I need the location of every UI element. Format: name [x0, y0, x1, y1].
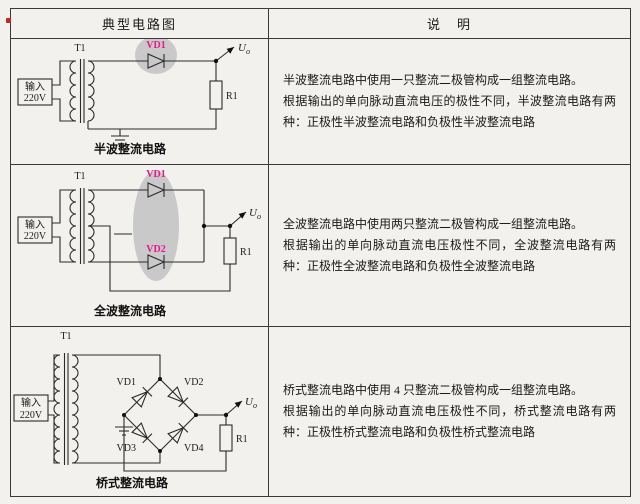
wire — [47, 414, 60, 464]
transformer-secondary-coil — [71, 354, 79, 464]
desc-paragraph: 全波整流电路中使用两只整流二极管构成一组整流电路。 — [283, 217, 584, 231]
resistor-label: R1 — [240, 247, 252, 258]
desc-paragraph: 桥式整流电路中使用 4 只整流二极管构成一组整流电路。 — [283, 383, 584, 397]
diode-highlight — [132, 171, 179, 281]
transformer-primary-coil — [68, 189, 76, 263]
diode-vd4-bar — [177, 422, 188, 433]
output-arrowhead — [234, 401, 242, 408]
diode-vd1-label: VD1 — [146, 40, 165, 51]
diode-vd1-bar — [141, 386, 152, 397]
diode-vd2 — [146, 254, 165, 270]
desc-paragraph: 根据输出的单向脉动直流电压的极性不同，半波整流电路有两种：正极性半波整流电路和负… — [283, 94, 616, 129]
desc-cell-bridge: 桥式整流电路中使用 4 只整流二极管构成一组整流电路。 根据输出的单向脉动直流电… — [268, 326, 631, 497]
diode-vd1-label: VD1 — [146, 169, 165, 180]
wire — [122, 415, 227, 472]
desc-cell-fullwave: 全波整流电路中使用两只整流二极管构成一组整流电路。 根据输出的单向脉动直流电压极… — [268, 164, 631, 327]
diode-vd1 — [130, 390, 148, 408]
header-typical-circuit: 典型电路图 — [10, 8, 269, 39]
diode-vd1-label: VD1 — [116, 377, 135, 388]
diode-vd2-bar — [177, 397, 188, 408]
halfwave-wiring — [16, 46, 234, 145]
bridge-diamond — [122, 378, 197, 452]
wire — [87, 225, 231, 292]
transformer-label: T1 — [74, 171, 85, 182]
input-label: 输入 — [25, 80, 45, 93]
header-row: 典型电路图 说 明 — [10, 8, 631, 39]
wire — [51, 60, 76, 86]
diode-vd4-label: VD4 — [184, 443, 203, 454]
diode-vd2-label: VD2 — [184, 377, 203, 388]
transformer-secondary-coil — [87, 60, 95, 122]
output-voltage-label: Uo — [249, 207, 261, 221]
table-row-bridge: T1 VD1 VD2 VD3 VD4 输入 220V R1 Uo 桥式整流电路 … — [10, 326, 631, 497]
input-label: 输入 — [21, 396, 41, 409]
desc-cell-halfwave: 半波整流电路中使用一只整流二极管构成一组整流电路。 根据输出的单向脉动直流电压的… — [268, 38, 631, 165]
resistor-label: R1 — [236, 434, 248, 445]
transformer-primary-coil — [68, 60, 76, 122]
junction-dot — [227, 223, 232, 229]
wire — [51, 98, 76, 122]
header-description: 说 明 — [268, 8, 631, 39]
desc-paragraph: 半波整流电路中使用一只整流二极管构成一组整流电路。 — [283, 73, 584, 87]
desc-paragraph: 根据输出的单向脉动直流电压极性不同，桥式整流电路有两种：正极性桥式整流电路和负极… — [283, 404, 616, 439]
wire — [71, 354, 161, 379]
transformer-label: T1 — [60, 331, 71, 342]
junction-dot — [223, 412, 228, 418]
junction-dot — [201, 223, 206, 229]
junction-dot — [157, 449, 162, 453]
wire — [51, 189, 76, 224]
input-box — [16, 216, 53, 244]
resistor-r1 — [222, 237, 237, 265]
diode-highlight — [134, 36, 177, 74]
circuit-caption: 半波整流电路 — [93, 141, 166, 156]
circuit-caption: 全波整流电路 — [92, 303, 166, 318]
fullwave-circuit-diagram: T1 VD1 VD2 输入 220V R1 Uo 全波整流电路 — [16, 169, 261, 318]
junction-dot — [193, 413, 198, 417]
halfwave-circuit-diagram: T1 VD1 输入 220V R1 Uo 半波整流电路 — [16, 36, 250, 156]
circuit-cell-bridge: T1 VD1 VD2 VD3 VD4 输入 220V R1 Uo 桥式整流电路 — [10, 326, 269, 497]
diode-vd3-label: VD3 — [116, 443, 135, 454]
junction-dot — [213, 58, 218, 64]
output-voltage-label: Uo — [245, 396, 257, 410]
desc-paragraph: 根据输出的单向脉动直流电压极性不同，全波整流电路有两种：正极性全波整流电路和负极… — [283, 238, 616, 273]
circuit-cell-fullwave: T1 VD1 VD2 输入 220V R1 Uo 全波整流电路 — [10, 164, 269, 327]
diode-vd2-label: VD2 — [146, 244, 165, 255]
transformer-label: T1 — [74, 43, 85, 54]
fullwave-wiring — [16, 182, 246, 292]
input-voltage-label: 220V — [23, 93, 46, 104]
circuit-caption: 桥式整流电路 — [95, 475, 168, 490]
input-voltage-label: 220V — [19, 410, 42, 421]
bridge-circuit-diagram: T1 VD1 VD2 VD3 VD4 输入 220V R1 Uo 桥式整流电路 — [12, 331, 257, 490]
transformer-primary-coil — [52, 354, 60, 464]
diode-vd2 — [166, 386, 184, 404]
output-arrowhead — [226, 47, 234, 54]
diode-vd4 — [166, 426, 184, 444]
resistor-r1 — [218, 424, 233, 452]
diode-vd3-bar — [141, 433, 152, 444]
diode-vd1 — [146, 182, 165, 198]
wire — [51, 236, 76, 263]
circuit-cell-halfwave: T1 VD1 输入 220V R1 Uo 半波整流电路 — [10, 36, 269, 165]
input-box — [12, 394, 49, 422]
output-voltage-label: Uo — [238, 42, 250, 56]
resistor-r1 — [208, 80, 223, 110]
corner-red-mark — [6, 18, 11, 23]
wire — [71, 451, 161, 464]
output-arrowhead — [238, 212, 246, 219]
input-label: 输入 — [25, 218, 45, 231]
junction-dot — [157, 377, 162, 381]
junction-dot — [121, 413, 126, 417]
resistor-label: R1 — [226, 91, 238, 102]
diode-vd3 — [130, 422, 148, 440]
table-row-fullwave: T1 VD1 VD2 输入 220V R1 Uo 全波整流电路 全波整流电路中使… — [10, 164, 631, 327]
wire — [87, 109, 217, 130]
table-row-halfwave: T1 VD1 输入 220V R1 Uo 半波整流电路 半波整流电路中使用一只整… — [10, 36, 631, 165]
wire — [47, 354, 60, 402]
bridge-wiring — [12, 353, 242, 472]
rectifier-table: 典型电路图 说 明 — [10, 8, 631, 497]
diode-vd1 — [146, 53, 165, 69]
input-box — [16, 78, 53, 106]
input-voltage-label: 220V — [23, 231, 46, 242]
